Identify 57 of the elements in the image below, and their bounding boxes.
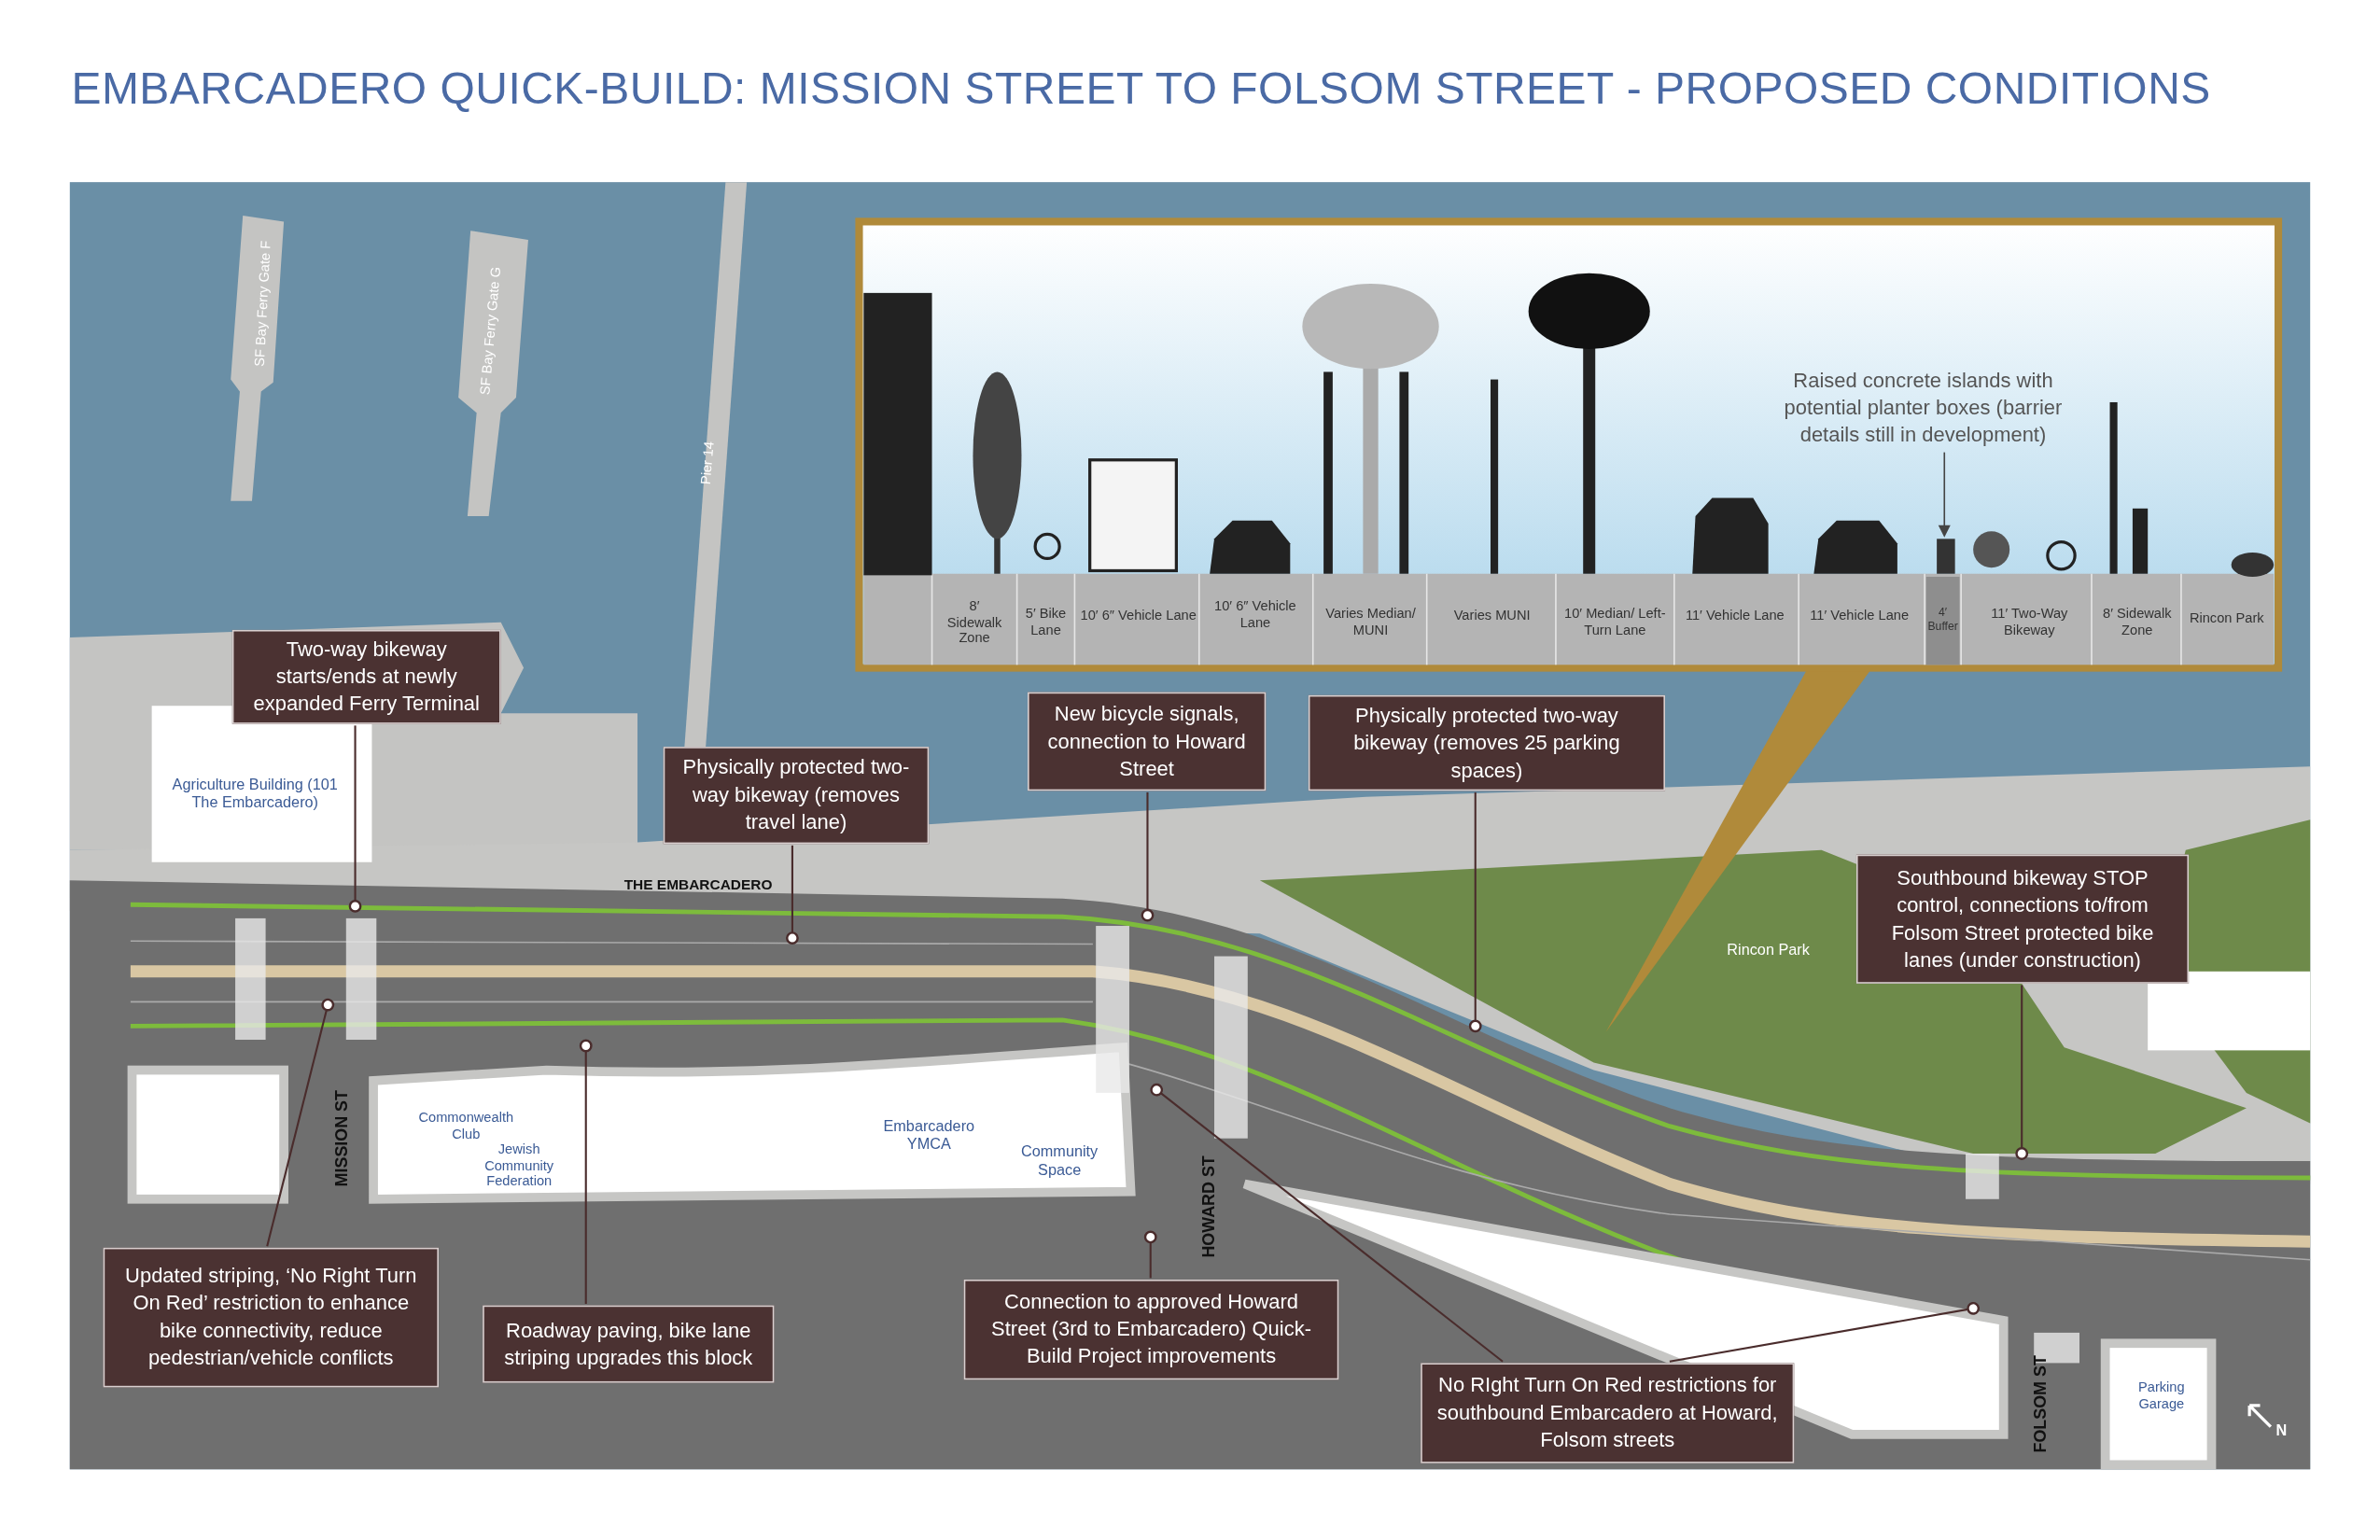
callout-text: Physically protected two-way bikeway (removes 25 parking spaces) — [1352, 702, 1621, 784]
callout-text: New bicycle signals, connection to Howard Street — [1046, 701, 1247, 782]
lane-label: Varies Median/ MUNI — [1324, 605, 1417, 640]
callout-text: Roadway paving, bike lane striping upgrades this block — [503, 1317, 754, 1371]
callout-box — [1421, 1363, 1795, 1463]
street-name: THE EMBARCADERO — [623, 875, 774, 895]
lane-label: 10′ Median/ Left-Turn Lane — [1563, 605, 1667, 640]
lane-label: 4′ Buffer — [1926, 604, 1959, 636]
callout-text: Updated striping, ‘No Right Turn On Red’ restriction to enhance bike connectivity, reduce pedestrian/vehicle conflicts — [124, 1263, 418, 1371]
leader-line — [266, 998, 335, 1247]
lane-label: 10′ 6″ Vehicle Lane — [1213, 597, 1297, 632]
street-name: HOWARD ST — [1198, 1155, 1219, 1260]
pier-label: SF Bay Ferry Gate F — [250, 239, 274, 370]
leader-line — [1150, 1083, 1504, 1363]
leader-line — [348, 725, 362, 913]
callout-box — [1855, 854, 2190, 984]
leader-line — [1143, 1230, 1157, 1279]
callout-box — [1308, 694, 1666, 791]
callout-text: Two-way bikeway starts/ends at newly expanded Ferry Terminal — [252, 637, 481, 717]
callout-text: Connection to approved Howard Street (3rd to Embarcadero) Quick-Build Project improvements — [990, 1289, 1312, 1370]
lane-label: 5′ Bike Lane — [1024, 605, 1068, 640]
leader-line — [1141, 791, 1155, 922]
leader-line — [1468, 791, 1482, 1033]
building-label: Commonwealth Club — [417, 1109, 515, 1143]
lane-label: 8′ Sidewalk Zone — [2102, 605, 2173, 640]
page-title: EMBARCADERO QUICK-BUILD: MISSION STREET TO FOLSOM STREET - PROPOSED CONDITIONS — [71, 62, 2211, 114]
callout-box — [663, 747, 930, 845]
lane-label: 11′ Vehicle Lane — [1809, 605, 1911, 624]
callout-box — [1028, 692, 1267, 791]
lane-label: 10′ 6″ Vehicle Lane — [1079, 605, 1197, 624]
street-name: FOLSOM ST — [2030, 1354, 2051, 1455]
callout-box — [231, 629, 501, 724]
lane-label: 11′ Vehicle Lane — [1684, 605, 1785, 624]
lane-label: 11′ Two-Way Bikeway — [1990, 605, 2069, 640]
callout-text: No RIght Turn On Red restrictions for southbound Embarcadero at Howard, Folsom streets — [1435, 1372, 1779, 1453]
compass-label: N — [2275, 1421, 2289, 1441]
lane-label: Rincon Park — [2188, 609, 2265, 627]
leader-line — [1669, 1301, 1981, 1363]
park-label: Rincon Park — [1726, 940, 1811, 960]
building-label: Parking Garage — [2137, 1379, 2186, 1414]
pier-label: Pier 14 — [696, 440, 718, 487]
callout-box — [963, 1279, 1339, 1380]
leader-line — [2015, 985, 2029, 1160]
building-label: Embarcadero YMCA — [882, 1116, 976, 1154]
callout-text: Physically protected two-way bikeway (removes travel lane) — [681, 754, 911, 835]
leader-line — [579, 1039, 593, 1304]
building-label: Community Space — [1020, 1142, 1099, 1180]
arrow — [1938, 451, 1951, 538]
building-label: Agriculture Building (101 The Embarcadero) — [171, 776, 339, 813]
leader-line — [786, 845, 799, 945]
callout-box — [483, 1305, 775, 1383]
street-name: MISSION ST — [331, 1089, 353, 1189]
lane-label: Varies MUNI — [1452, 605, 1532, 624]
callout-box — [103, 1247, 439, 1388]
callout-text: Raised concrete islands with potential planter boxes (barrier details still in development) — [1783, 367, 2064, 448]
pier-label: SF Bay Ferry Gate G — [475, 265, 504, 398]
callout-text: Southbound bikeway STOP control, connections to/from Folsom Street protected bike lanes (under construction) — [1890, 864, 2155, 973]
